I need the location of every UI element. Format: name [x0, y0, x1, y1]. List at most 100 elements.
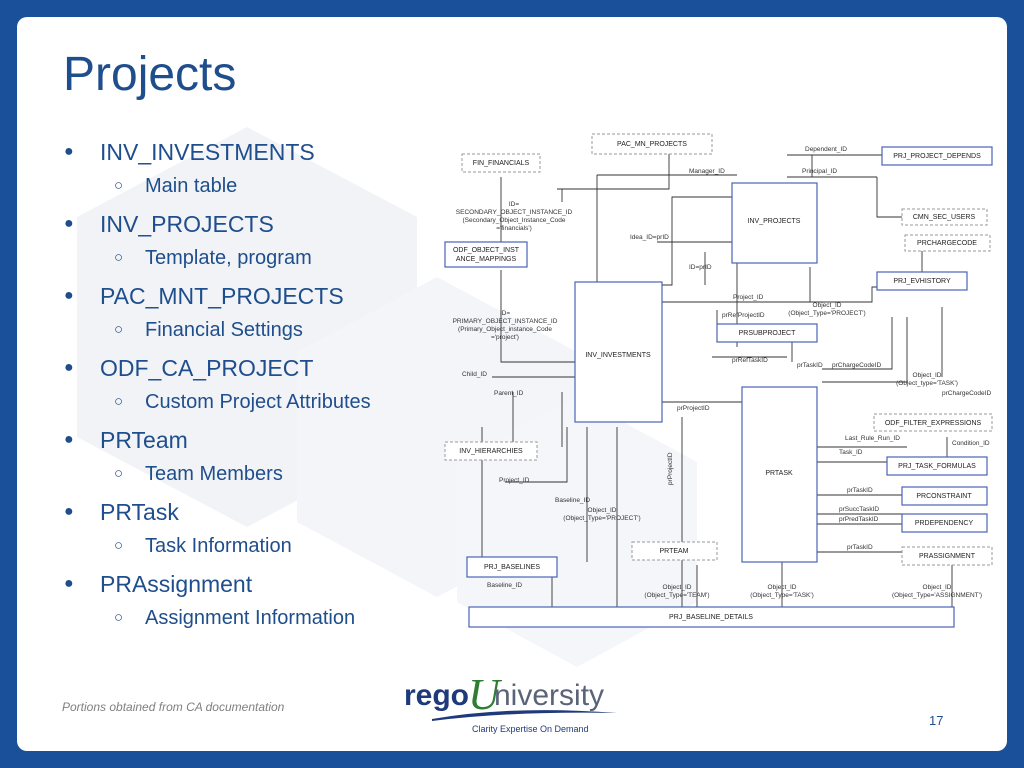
entity-prsubproject: PRSUBPROJECT [716, 323, 818, 343]
entity-prj-evhistory: PRJ_EVHISTORY [876, 271, 968, 291]
entity-prassignment: PRASSIGNMENT [901, 546, 993, 566]
logo-tagline: Clarity Expertise On Demand [472, 724, 589, 734]
bullet-label: PRTeam [100, 427, 188, 453]
svg-text:Principal_ID: Principal_ID [802, 168, 837, 175]
svg-text:ID=: ID= [500, 310, 511, 317]
svg-text:(Object_Type='PROJECT'): (Object_Type='PROJECT') [788, 310, 865, 317]
svg-text:PAC_MN_PROJECTS: PAC_MN_PROJECTS [617, 141, 687, 148]
entity-inv-projects: INV_PROJECTS [731, 182, 818, 264]
svg-text:prTaskID: prTaskID [847, 544, 873, 551]
svg-text:ID=prID: ID=prID [689, 264, 712, 271]
bullet-dot-icon: ● [64, 503, 74, 520]
entity-prchargecode: PRCHARGECODE [904, 234, 991, 252]
svg-text:PRTEAM: PRTEAM [659, 548, 688, 555]
svg-text:ODF_OBJECT_INST: ODF_OBJECT_INST [453, 247, 520, 254]
svg-text:prSuccTaskID: prSuccTaskID [839, 506, 879, 513]
svg-text:SECONDARY_OBJECT_INSTANCE_ID: SECONDARY_OBJECT_INSTANCE_ID [456, 209, 573, 216]
bullet-label: ODF_CA_PROJECT [100, 355, 314, 381]
svg-text:ID=: ID= [509, 201, 520, 208]
svg-text:CMN_SEC_USERS: CMN_SEC_USERS [913, 214, 976, 221]
rego-university-logo: rego U niversity Clarity Expertise On De… [404, 670, 617, 734]
entity-odf-object-instance-mappings: ODF_OBJECT_INST ANCE_MAPPINGS [444, 241, 528, 268]
slide: Projects ●INV_INVESTMENTS ○Main table ●I… [17, 17, 1007, 751]
entity-prj-task-formulas: PRJ_TASK_FORMULAS [886, 456, 988, 476]
bullet-list: ● INV_INVESTMENTS ○ Main table ● INV_PROJEC… [62, 137, 462, 641]
svg-text:FIN_FINANCIALS: FIN_FINANCIALS [473, 160, 530, 167]
sub-bullet-item: ○ Financial Settings [62, 317, 462, 353]
sub-bullet-item: ○ Task Information [62, 533, 462, 569]
bullet-item: ● INV_INVESTMENTS [62, 137, 462, 173]
svg-text:PRTASK: PRTASK [765, 470, 793, 477]
svg-text:(Object_Type='TASK'): (Object_Type='TASK') [750, 592, 814, 599]
svg-text:Idea_ID=prID: Idea_ID=prID [630, 234, 669, 241]
svg-text:prChargeCodeID: prChargeCodeID [942, 390, 991, 397]
sub-bullet-item: ○ Assignment Information [62, 605, 462, 641]
svg-text:Object_ID: Object_ID [663, 584, 692, 591]
svg-text:PRIMARY_OBJECT_INSTANCE_ID: PRIMARY_OBJECT_INSTANCE_ID [453, 318, 558, 325]
sub-bullet-item: ○Custom Project Attributes [62, 389, 462, 425]
sub-bullet-item: ○ Template, program [62, 245, 462, 281]
relationship-lines [481, 154, 953, 607]
entity-prdependency: PRDEPENDENCY [901, 513, 988, 533]
entity-prteam: PRTEAM [631, 541, 718, 561]
bullet-dot-icon: ● [64, 575, 74, 592]
sub-bullet-ring-icon: ○ [114, 537, 124, 554]
sub-bullet-label: Financial Settings [145, 319, 303, 341]
svg-text:Object_ID: Object_ID [913, 372, 942, 379]
entity-fin-financials: FIN_FINANCIALS [461, 153, 541, 173]
bullet-label: INV_PROJECTS [100, 211, 274, 237]
svg-text:Parent_ID: Parent_ID [494, 390, 524, 397]
svg-text:PRJ_BASELINES: PRJ_BASELINES [484, 564, 540, 571]
entity-prtask: PRTASK [741, 386, 818, 563]
svg-text:Object_ID: Object_ID [588, 507, 617, 514]
svg-text:(Object_Type='PROJECT'): (Object_Type='PROJECT') [563, 515, 640, 522]
bullet-dot-icon: ● [64, 215, 74, 232]
entity-inv-investments: INV_INVESTMENTS [574, 281, 663, 423]
svg-text:(Object_type='TASK'): (Object_type='TASK') [896, 380, 958, 387]
svg-text:(Object_Type='ASSIGNMENT'): (Object_Type='ASSIGNMENT') [892, 592, 982, 599]
sub-bullet-label: Template, program [145, 247, 312, 269]
sub-bullet-ring-icon: ○ [114, 321, 124, 338]
bullet-label: PAC_MNT_PROJECTS [100, 283, 344, 309]
sub-bullet-label: Task Information [145, 535, 292, 557]
svg-text:Last_Rule_Run_ID: Last_Rule_Run_ID [845, 435, 900, 442]
bullet-item: ● PRAssignment [62, 569, 462, 605]
er-diagram: .ent { fill:#ffffff; stroke:#4a63b8; str… [444, 133, 993, 628]
sub-bullet-ring-icon: ○ [114, 393, 124, 410]
logo-swoosh-icon [432, 710, 617, 721]
svg-text:='financials'): ='financials') [496, 225, 532, 232]
svg-text:PRASSIGNMENT: PRASSIGNMENT [919, 553, 976, 560]
bullet-dot-icon: ● [64, 143, 74, 160]
entity-prconstraint: PRCONSTRAINT [901, 486, 988, 506]
sub-bullet-label: Main table [145, 175, 238, 197]
svg-text:prRefProjectID: prRefProjectID [722, 312, 765, 319]
page-number: 17 [929, 713, 944, 728]
svg-text:prProjectID: prProjectID [677, 405, 710, 412]
svg-text:Object_ID: Object_ID [923, 584, 952, 591]
bullet-label: PRAssignment [100, 571, 253, 597]
sub-bullet-label: Team Members [145, 463, 283, 485]
svg-text:PRCONSTRAINT: PRCONSTRAINT [916, 493, 972, 500]
svg-text:Condition_ID: Condition_ID [952, 440, 990, 447]
logo-niversity-text: niversity [494, 679, 604, 712]
entity-prj-baseline-details: PRJ_BASELINE_DETAILS [468, 606, 955, 628]
sub-bullet-ring-icon: ○ [114, 465, 124, 482]
relationship-labels: Dependent_ID Principal_ID Manager_ID ID=… [453, 146, 992, 599]
svg-text:PRJ_TASK_FORMULAS: PRJ_TASK_FORMULAS [898, 463, 976, 470]
sub-bullet-ring-icon: ○ [114, 609, 124, 626]
logo-u-letter: U [468, 670, 503, 719]
sub-bullet-ring-icon: ○ [114, 249, 124, 266]
bullet-label: PRTask [100, 499, 179, 525]
svg-text:PRJ_EVHISTORY: PRJ_EVHISTORY [893, 278, 951, 285]
bullet-item: ● PRTask [62, 497, 462, 533]
svg-text:ANCE_MAPPINGS: ANCE_MAPPINGS [456, 256, 517, 263]
bullet-dot-icon: ● [64, 359, 74, 376]
svg-text:prChargeCodeID: prChargeCodeID [832, 362, 881, 369]
entity-prj-baselines: PRJ_BASELINES [466, 556, 558, 578]
bullet-item: ● PAC_MNT_PROJECTS [62, 281, 462, 317]
svg-text:prProjectID: prProjectID [667, 452, 674, 485]
bullet-dot-icon: ● [64, 287, 74, 304]
svg-text:Object_ID: Object_ID [813, 302, 842, 309]
bullet-label: INV_INVESTMENTS [100, 139, 315, 165]
sub-bullet-label: Assignment Information [145, 607, 356, 629]
